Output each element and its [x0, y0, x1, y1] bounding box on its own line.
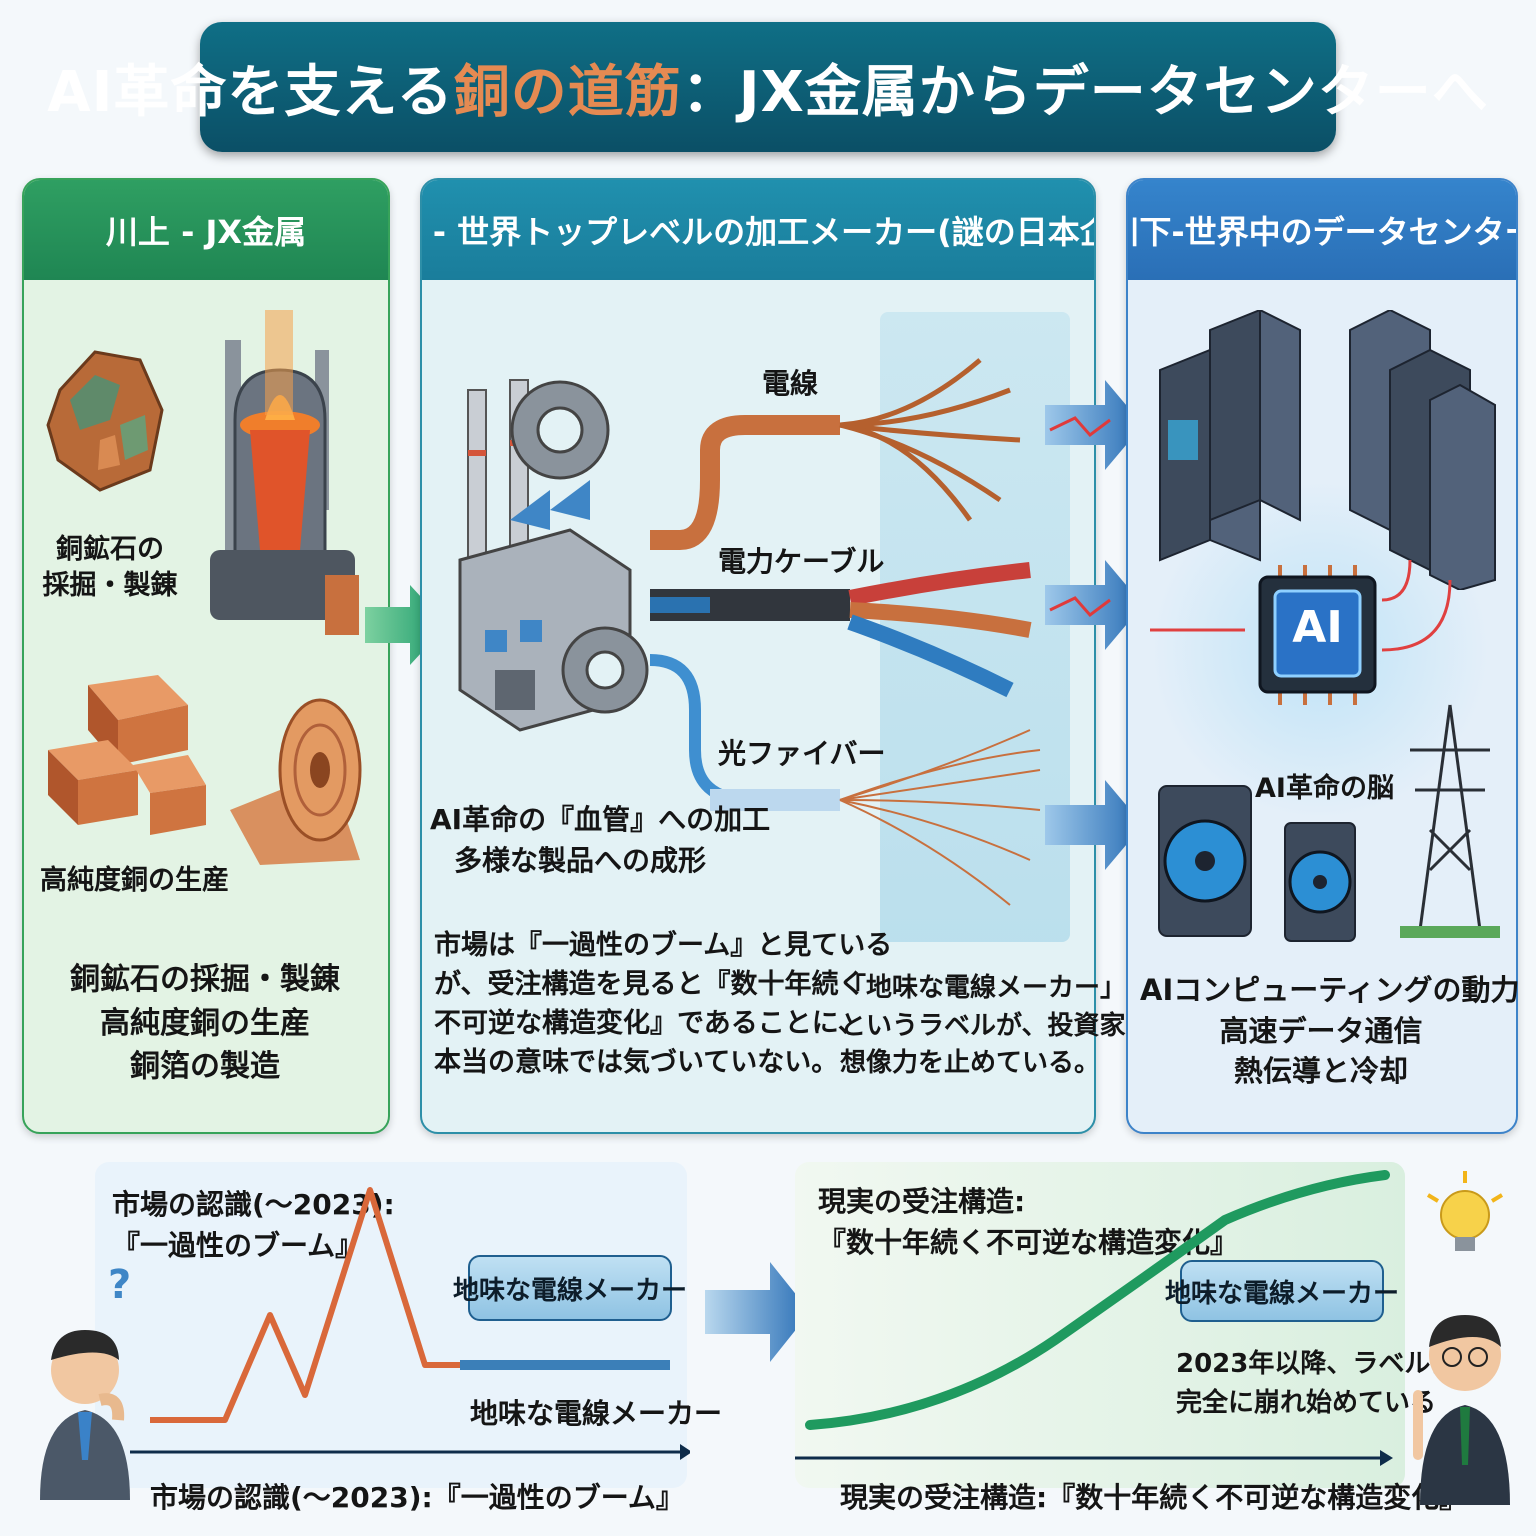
upstream-summary-2: 高純度銅の生産 [100, 1005, 310, 1041]
copper-foil-roll-icon [230, 698, 362, 865]
reality-note: 2023年以降、ラベルは 完全に崩れ始めている [1176, 1345, 1456, 1423]
copper-ingot-icon [48, 675, 206, 835]
downstream-summary-3: 熱伝導と冷却 [1233, 1054, 1408, 1089]
ai-chip-label: AI [1292, 602, 1343, 653]
market-perception-title-2: 『一過性のブーム』 [112, 1228, 364, 1262]
upstream-header: 川上 - JX金属 [24, 180, 388, 280]
label-text-2: というラベルが、投資家の [840, 1010, 1152, 1041]
factory-icon [458, 379, 649, 732]
boom-line [150, 1187, 460, 1423]
server-racks-icon [1159, 310, 1496, 590]
market-perception-title-1: 市場の認識(〜2023): [112, 1188, 395, 1221]
ore-label: 銅鉱石の 採掘・製錬 [40, 532, 180, 605]
optical-fiber-icon [839, 729, 1041, 906]
fiber-label: 光ファイバー [718, 737, 886, 770]
title-accent: 銅の道筋 [453, 59, 682, 125]
ore-label-line2: 採掘・製錬 [42, 570, 178, 602]
cooling-fan-small-icon [1284, 822, 1356, 942]
power-tower-icon [1400, 704, 1500, 938]
cables-illustration [650, 358, 1041, 906]
ore-label-line1: 銅鉱石の [56, 534, 164, 565]
wire-label: 電線 [762, 367, 819, 400]
market-text-3: 不可逆な構造変化』であることに、 [434, 1008, 865, 1040]
downstream-summary-1: AIコンピューティングの動力 [1140, 973, 1520, 1007]
market-label-bubble: 地味な電線メーカー [453, 1255, 687, 1321]
market-text-4: 本当の意味では気づいていない。 [434, 1047, 839, 1079]
title-part2: ：JX金属からデータセンターへ [681, 59, 1489, 125]
process-text-2: 多様な製品への成形 [453, 843, 706, 877]
confident-investor-icon [1413, 1171, 1510, 1505]
reality-panel [795, 1162, 1405, 1488]
market-perception-title: 市場の認識(〜2023): 『一過性のブーム』 [112, 1185, 395, 1266]
lightbulb-icon [1426, 1171, 1504, 1251]
reality-title: 現実の受注構造: 『数十年続く不可逆な構造変化』 [818, 1182, 1238, 1263]
power-cable-icon [847, 562, 1032, 698]
question-mark-icon: ? [108, 1262, 132, 1308]
market-perception-panel [95, 1162, 687, 1488]
market-line-label: 地味な電線メーカー [470, 1397, 723, 1430]
boom-chart [130, 1187, 690, 1460]
label-text: 「地味な電線メーカー」 というラベルが、投資家の 想像力を止めている。 [840, 970, 1152, 1083]
market-text: 市場は『一過性のブーム』と見ている が、受注構造を見ると『数十年続く 不可逆な構… [434, 926, 893, 1083]
server-rack-icon [1159, 310, 1301, 562]
downstream-header: 川下-世界中のデータセンター [1128, 180, 1516, 280]
process-text-1: AI革命の『血管』への加工 [430, 803, 771, 836]
copper-ore-icon [46, 350, 164, 492]
title-part1: AI革命を支える [47, 59, 454, 125]
copper-wire-icon [839, 358, 1021, 522]
reality-title-1: 現実の受注構造: [818, 1185, 1026, 1218]
cooling-fan-icon [1158, 785, 1252, 937]
growth-chart [795, 1170, 1393, 1466]
process-text: AI革命の『血管』への加工 多様な製品への成形 [430, 800, 771, 881]
ai-chip-icon [1258, 565, 1377, 705]
midstream-header: 川中 - 世界トップレベルの加工メーカー(謎の日本企業) [422, 180, 1094, 280]
downstream-summary: AIコンピューティングの動力 高速データ通信 熱伝導と冷却 [1140, 970, 1520, 1092]
data-flow-lines [1150, 560, 1452, 652]
transition-arrow [705, 1262, 810, 1362]
market-axis-label: 市場の認識(〜2023):『一過性のブーム』 [150, 1481, 684, 1514]
market-text-1: 市場は『一過性のブーム』と見ている [434, 930, 893, 961]
upstream-summary-3: 銅箔の製造 [130, 1049, 280, 1084]
label-text-3: 想像力を止めている。 [840, 1048, 1101, 1079]
page-title: AI革命を支える銅の道筋：JX金属からデータセンターへ [47, 22, 1488, 152]
smelting-furnace-icon [210, 310, 359, 635]
flow-arrows-2 [1045, 380, 1143, 870]
upstream-panel: 川上 - JX金属 [22, 178, 390, 1134]
growth-curve [805, 1170, 1390, 1430]
label-text-1: 「地味な電線メーカー」 [840, 973, 1127, 1003]
upstream-summary-1: 銅鉱石の採掘・製錬 [70, 962, 340, 997]
ingot-label: 高純度銅の生産 [40, 865, 229, 896]
market-text-2: が、受注構造を見ると『数十年続く [434, 969, 866, 1001]
reality-note-1: 2023年以降、ラベルは [1176, 1349, 1457, 1379]
reality-title-2: 『数十年続く不可逆な構造変化』 [818, 1225, 1239, 1259]
reality-axis-label: 現実の受注構造:『数十年続く不可逆な構造変化』 [840, 1481, 1468, 1514]
reality-label-bubble: 地味な電線メーカー [1165, 1260, 1399, 1322]
ai-brain-label: AI革命の脳 [1255, 773, 1394, 804]
power-cable-label: 電力ケーブル [718, 545, 885, 578]
reality-note-2: 完全に崩れ始めている [1176, 1388, 1437, 1418]
downstream-summary-2: 高速データ通信 [1219, 1013, 1423, 1048]
upstream-summary: 銅鉱石の採掘・製錬 高純度銅の生産 銅箔の製造 [40, 958, 370, 1089]
worried-investor-icon [40, 1330, 130, 1500]
